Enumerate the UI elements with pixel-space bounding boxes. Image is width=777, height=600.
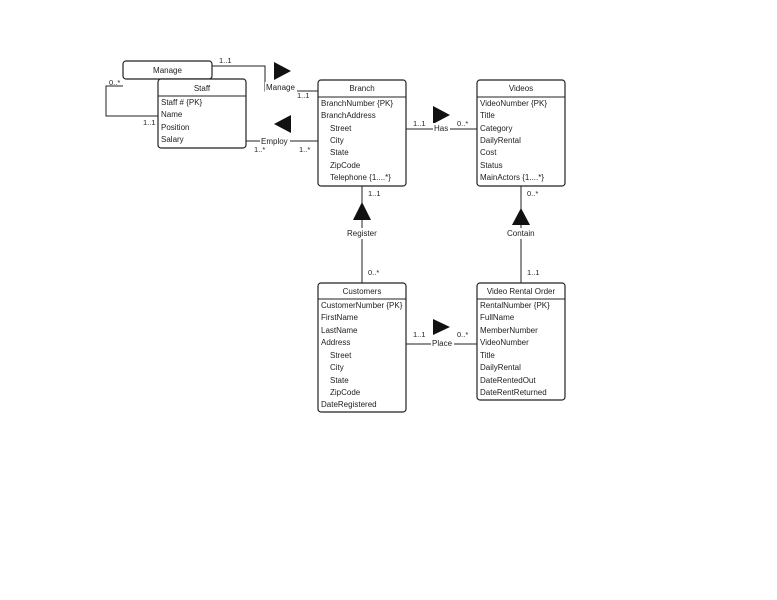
entity-manage: Manage — [122, 60, 213, 80]
register-arrow-icon — [353, 202, 371, 220]
videos-attr: MainActors {1....*} — [480, 173, 544, 182]
place-mult-order: 0..* — [457, 330, 468, 339]
customers-attr: City — [330, 363, 344, 372]
staff-attr: Name — [161, 110, 183, 119]
employ-mult-staff: 1..* — [254, 145, 265, 154]
relationship-labels: Manage Employ Has Register Contain Place — [260, 82, 537, 349]
manage-mult-staff: 1..1 — [219, 56, 232, 65]
contain-mult-order: 1..1 — [527, 268, 540, 277]
branch-attr: BranchAddress — [321, 111, 376, 120]
videos-attr: DailyRental — [480, 136, 521, 145]
videos-attr: Status — [480, 161, 503, 170]
videos-attr: Category — [480, 124, 512, 133]
has-label: Has — [434, 124, 448, 133]
order-attr: DateRentedOut — [480, 376, 536, 385]
customers-attr: CustomerNumber {PK} — [321, 301, 403, 310]
manage-mult-branch: 1..1 — [297, 91, 310, 100]
entity-videos: Videos VideoNumber {PK} Title Category D… — [476, 79, 566, 187]
customers-attr: LastName — [321, 326, 358, 335]
entity-branch: Branch BranchNumber {PK} BranchAddress S… — [317, 79, 407, 187]
entity-videos-title: Videos — [509, 84, 533, 93]
has-arrow-icon — [433, 106, 450, 124]
customers-attr: State — [330, 376, 349, 385]
has-mult-videos: 0..* — [457, 119, 468, 128]
contain-label: Contain — [507, 229, 535, 238]
entity-order-title: Video Rental Order — [487, 287, 556, 296]
order-attr: FullName — [480, 313, 515, 322]
customers-attr: Street — [330, 351, 352, 360]
place-mult-customers: 1..1 — [413, 330, 426, 339]
videos-attr: Cost — [480, 148, 497, 157]
direction-arrows — [274, 62, 530, 335]
entity-customers: Customers CustomerNumber {PK} FirstName … — [317, 282, 407, 413]
employ-arrow-icon — [274, 115, 291, 133]
staff-attr: Staff # {PK} — [161, 98, 203, 107]
order-attr: MemberNumber — [480, 326, 538, 335]
staff-attr: Salary — [161, 135, 184, 144]
customers-attr: Address — [321, 338, 350, 347]
register-label: Register — [347, 229, 377, 238]
branch-attr: Street — [330, 124, 352, 133]
order-attr: DailyRental — [480, 363, 521, 372]
self-manage-mult-top: 0..* — [109, 78, 120, 87]
employ-mult-branch: 1..* — [299, 145, 310, 154]
self-manage-mult-bottom: 1..1 — [143, 118, 156, 127]
order-attr: DateRentReturned — [480, 388, 547, 397]
register-mult-customers: 0..* — [368, 268, 379, 277]
order-attr: RentalNumber {PK} — [480, 301, 550, 310]
has-mult-branch: 1..1 — [413, 119, 426, 128]
place-arrow-icon — [433, 319, 450, 335]
self-manage-line — [105, 85, 158, 117]
customers-attr: ZipCode — [330, 388, 361, 397]
entity-staff-title: Staff — [194, 84, 211, 93]
customers-attr: DateRegistered — [321, 400, 377, 409]
videos-attr: Title — [480, 111, 495, 120]
branch-attr: BranchNumber {PK} — [321, 99, 393, 108]
contain-mult-videos: 0..* — [527, 189, 538, 198]
manage-arrow-icon — [274, 62, 291, 80]
place-label: Place — [432, 339, 453, 348]
employ-label: Employ — [261, 137, 288, 146]
branch-attr: Telephone {1....*} — [330, 173, 391, 182]
manage-label: Manage — [266, 83, 295, 92]
contain-arrow-icon — [512, 208, 530, 225]
order-attr: VideoNumber — [480, 338, 529, 347]
entity-branch-title: Branch — [349, 84, 374, 93]
order-attr: Title — [480, 351, 495, 360]
entity-customers-title: Customers — [343, 287, 382, 296]
register-mult-branch: 1..1 — [368, 189, 381, 198]
videos-attr: VideoNumber {PK} — [480, 99, 547, 108]
customers-attr: FirstName — [321, 313, 358, 322]
staff-attr: Position — [161, 123, 189, 132]
branch-attr: ZipCode — [330, 161, 361, 170]
branch-attr: State — [330, 148, 349, 157]
entity-staff: Staff Staff # {PK} Name Position Salary — [157, 78, 247, 149]
entity-manage-title: Manage — [153, 66, 182, 75]
branch-attr: City — [330, 136, 344, 145]
entity-video-rental-order: Video Rental Order RentalNumber {PK} Ful… — [476, 282, 566, 401]
multiplicities: 1..1 1..1 0..* 1..1 1..* 1..* 1..1 0..* … — [109, 56, 540, 339]
